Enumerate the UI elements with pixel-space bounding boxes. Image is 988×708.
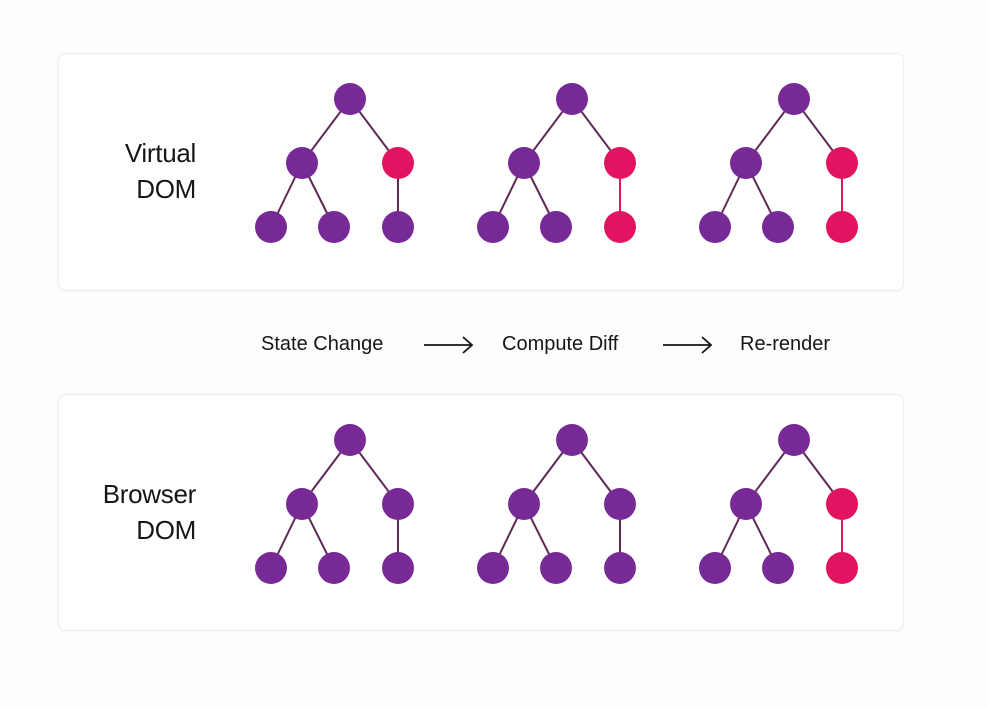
tree-node-right-leaf: [382, 552, 414, 584]
tree-node-left-leaf-2: [318, 211, 350, 243]
virtual-dom-label-line1: Virtual: [124, 138, 196, 168]
browser-dom-tree-2: [477, 424, 636, 584]
tree-node-root: [556, 424, 588, 456]
changed-node-right-child: [604, 147, 636, 179]
changed-node-right-child: [382, 147, 414, 179]
browser-dom-label-line2: DOM: [136, 515, 196, 545]
browser-dom-label: Browser DOM: [102, 476, 197, 548]
tree-node-right-child: [382, 488, 414, 520]
changed-node-right-leaf: [604, 211, 636, 243]
browser-dom-tree-1: [255, 424, 414, 584]
tree-node-root: [556, 83, 588, 115]
tree-node-right-leaf: [604, 552, 636, 584]
tree-node-root: [778, 424, 810, 456]
tree-node-left-child: [730, 147, 762, 179]
tree-node-left-leaf-1: [255, 211, 287, 243]
browser-dom-trees: [255, 424, 858, 584]
changed-node-right-leaf: [826, 552, 858, 584]
tree-node-right-leaf: [382, 211, 414, 243]
virtual-dom-tree-2: [477, 83, 636, 243]
changed-node-right-child: [826, 147, 858, 179]
right-arrow-icon: [663, 336, 713, 354]
changed-node-right-child: [826, 488, 858, 520]
virtual-dom-panel: Virtual DOM: [58, 53, 904, 291]
tree-node-root: [778, 83, 810, 115]
right-arrow-icon: [424, 336, 474, 354]
changed-node-right-leaf: [826, 211, 858, 243]
browser-dom-tree-3: [699, 424, 858, 584]
tree-node-left-leaf-2: [762, 211, 794, 243]
virtual-dom-trees: [255, 83, 858, 243]
tree-node-left-child: [730, 488, 762, 520]
flow-step-compute-diff: Compute Diff: [502, 333, 619, 355]
tree-node-left-leaf-2: [762, 552, 794, 584]
virtual-dom-tree-1: [255, 83, 414, 243]
tree-node-left-leaf-2: [318, 552, 350, 584]
virtual-dom-tree-3: [699, 83, 858, 243]
tree-node-left-child: [286, 488, 318, 520]
tree-node-left-leaf-1: [477, 211, 509, 243]
tree-node-root: [334, 83, 366, 115]
tree-node-left-leaf-1: [699, 211, 731, 243]
tree-node-left-child: [508, 488, 540, 520]
virtual-dom-label-line2: DOM: [136, 174, 196, 204]
tree-node-left-leaf-2: [540, 552, 572, 584]
tree-node-left-leaf-1: [255, 552, 287, 584]
browser-dom-panel: Browser DOM: [58, 394, 904, 631]
tree-node-right-child: [604, 488, 636, 520]
tree-node-left-child: [508, 147, 540, 179]
virtual-dom-label: Virtual DOM: [125, 135, 196, 207]
tree-node-left-leaf-2: [540, 211, 572, 243]
flow-step-re-render: Re-render: [740, 333, 831, 355]
tree-node-root: [334, 424, 366, 456]
tree-node-left-child: [286, 147, 318, 179]
browser-dom-label-line1: Browser: [102, 479, 197, 509]
flow-step-state-change: State Change: [261, 333, 384, 355]
tree-node-left-leaf-1: [699, 552, 731, 584]
tree-node-left-leaf-1: [477, 552, 509, 584]
